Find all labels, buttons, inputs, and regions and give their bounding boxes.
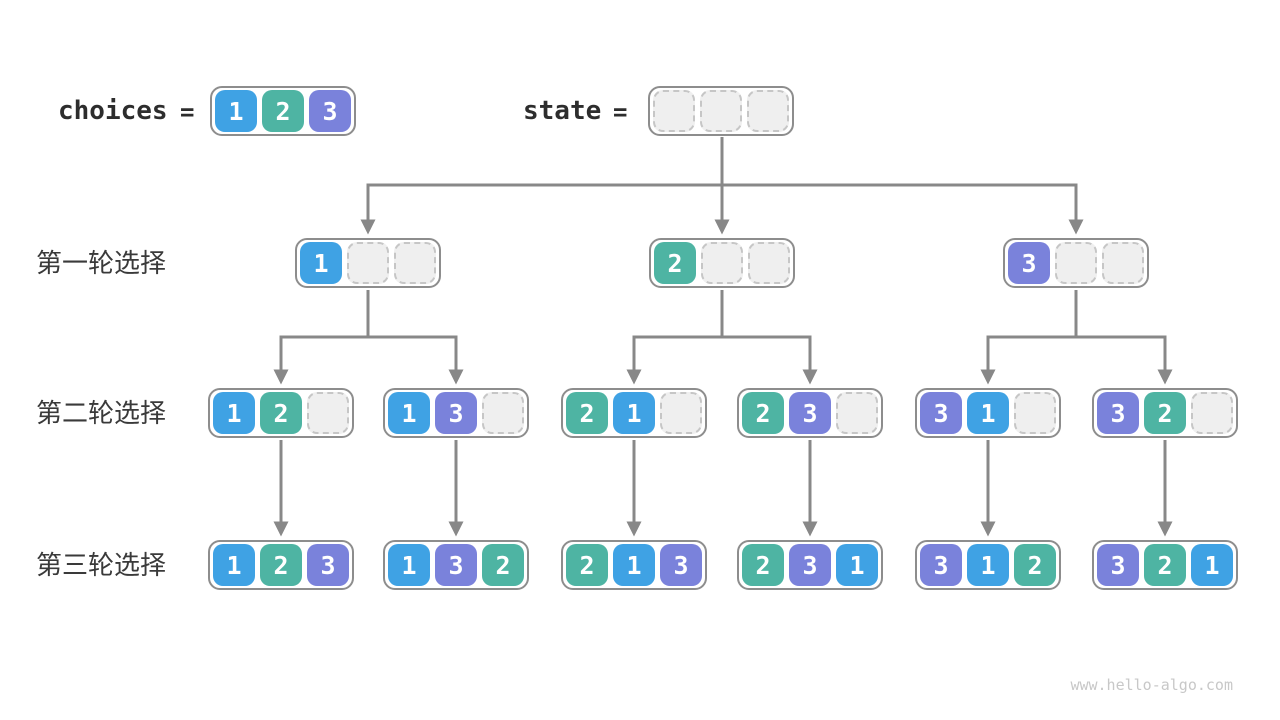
cell-value-2: 2 [262, 90, 304, 132]
cell-value-1: 1 [388, 392, 430, 434]
cell-empty [1055, 242, 1097, 284]
round-1-label: 第一轮选择 [36, 248, 167, 278]
cell-value-3: 3 [307, 544, 349, 586]
tree-node-1xx: 1 [295, 238, 441, 288]
cell-empty [347, 242, 389, 284]
cell-empty [748, 242, 790, 284]
cell-value-3: 3 [1097, 544, 1139, 586]
choices-equals-sign: = [180, 98, 195, 126]
cell-empty [482, 392, 524, 434]
tree-node-3xx: 3 [1003, 238, 1149, 288]
cell-empty [701, 242, 743, 284]
cell-empty [836, 392, 878, 434]
watermark: www.hello-algo.com [1070, 676, 1233, 694]
cell-value-3: 3 [435, 544, 477, 586]
cell-empty [747, 90, 789, 132]
cell-value-2: 2 [482, 544, 524, 586]
cell-value-2: 2 [566, 392, 608, 434]
cell-value-2: 2 [1014, 544, 1056, 586]
cell-value-1: 1 [300, 242, 342, 284]
choices-label: choices [58, 96, 168, 126]
cell-empty [307, 392, 349, 434]
cell-empty [700, 90, 742, 132]
cell-value-1: 1 [388, 544, 430, 586]
cell-value-1: 1 [967, 392, 1009, 434]
cell-value-3: 3 [789, 392, 831, 434]
cell-value-1: 1 [215, 90, 257, 132]
cell-value-2: 2 [260, 392, 302, 434]
state-label: state [523, 96, 602, 126]
cell-value-3: 3 [920, 392, 962, 434]
cell-value-3: 3 [1008, 242, 1050, 284]
cell-value-1: 1 [613, 392, 655, 434]
cell-value-1: 1 [213, 544, 255, 586]
cell-empty [660, 392, 702, 434]
cell-empty [1102, 242, 1144, 284]
cell-value-3: 3 [660, 544, 702, 586]
tree-node-2xx: 2 [649, 238, 795, 288]
cell-empty [394, 242, 436, 284]
cell-value-2: 2 [260, 544, 302, 586]
cell-value-1: 1 [213, 392, 255, 434]
cell-value-2: 2 [742, 392, 784, 434]
round-2-label: 第二轮选择 [36, 398, 167, 428]
cell-value-3: 3 [435, 392, 477, 434]
cell-value-1: 1 [1191, 544, 1233, 586]
cell-value-2: 2 [566, 544, 608, 586]
cell-value-1: 1 [836, 544, 878, 586]
cell-value-2: 2 [742, 544, 784, 586]
cell-value-3: 3 [920, 544, 962, 586]
cell-value-2: 2 [654, 242, 696, 284]
round-3-label: 第三轮选择 [36, 550, 167, 580]
cell-value-2: 2 [1144, 392, 1186, 434]
state-array-box [648, 86, 794, 136]
cell-value-1: 1 [613, 544, 655, 586]
cell-value-2: 2 [1144, 544, 1186, 586]
cell-empty [653, 90, 695, 132]
cell-empty [1014, 392, 1056, 434]
cell-value-3: 3 [1097, 392, 1139, 434]
cell-value-1: 1 [967, 544, 1009, 586]
state-equals-sign: = [613, 98, 628, 126]
cell-value-3: 3 [789, 544, 831, 586]
cell-empty [1191, 392, 1233, 434]
cell-value-3: 3 [309, 90, 351, 132]
